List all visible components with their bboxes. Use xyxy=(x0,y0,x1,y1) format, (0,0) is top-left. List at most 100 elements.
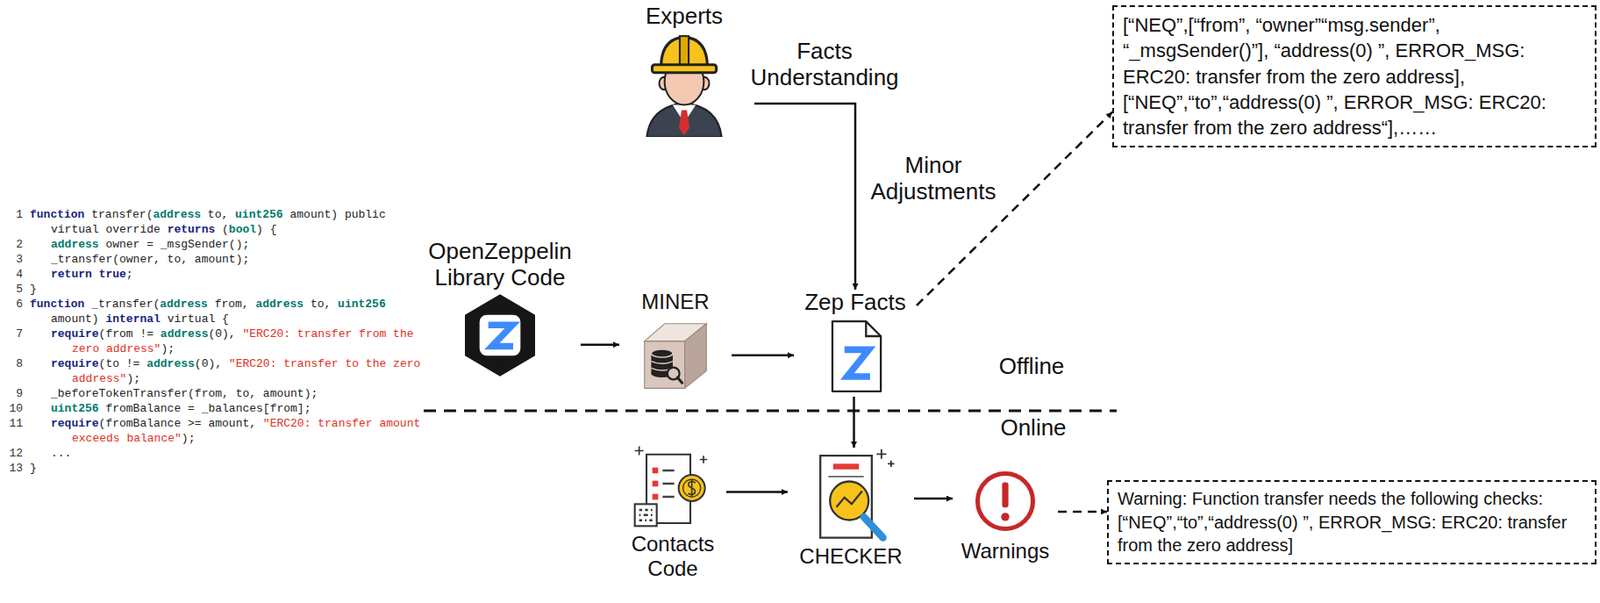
code-line: 1function transfer(address to, uint256 a… xyxy=(3,207,423,237)
code-text: address owner = _msgSender(); xyxy=(29,236,423,252)
warning-callout-box: Warning: Function transfer needs the fol… xyxy=(1107,479,1597,565)
facts-callout-box: [“NEQ”,[“from”, “owner”“msg.sender”, “_m… xyxy=(1112,5,1597,148)
dashed-arrow xyxy=(1057,510,1108,514)
code-text: ... xyxy=(29,445,423,461)
dashed-arrow xyxy=(916,112,1113,306)
hex-illustration xyxy=(419,291,581,379)
node-label: Warnings xyxy=(952,538,1058,564)
code-token: uint256 xyxy=(337,297,386,311)
line-number: 10 xyxy=(3,400,30,416)
code-token: address xyxy=(146,357,195,371)
code-text: function _transfer(address from, address… xyxy=(29,296,423,327)
facts-document: Zep Facts xyxy=(793,289,917,397)
code-token: returns xyxy=(167,222,216,236)
code-text: require(fromBalance >= amount, "ERC20: t… xyxy=(29,415,423,446)
line-number: 6 xyxy=(3,296,30,327)
offline-online-divider xyxy=(423,409,1117,413)
line-number: 4 xyxy=(3,266,30,282)
code-line: 6function _transfer(address from, addres… xyxy=(3,296,423,327)
code-listing: 1function transfer(address to, uint256 a… xyxy=(3,207,423,476)
callout-text: Warning: Function transfer needs the fol… xyxy=(1117,486,1586,558)
person-illustration xyxy=(614,29,755,137)
node-label: MINER xyxy=(619,289,732,315)
line-number: 9 xyxy=(3,385,30,401)
phase-label: Online xyxy=(980,414,1086,442)
node-label: OpenZeppelin Library Code xyxy=(419,238,581,292)
code-line: 2address owner = _msgSender(); xyxy=(3,236,423,252)
line-number: 13 xyxy=(3,460,30,476)
checker-illustration xyxy=(787,447,915,544)
code-line: 5} xyxy=(3,281,423,297)
warning-icon: Warnings xyxy=(952,463,1058,564)
flow-arrow xyxy=(914,497,953,500)
code-text: _transfer(owner, to, amount); xyxy=(29,251,423,267)
code-token: address xyxy=(160,327,209,341)
line-number: 1 xyxy=(3,207,30,237)
code-text: uint256 fromBalance = _balances[from]; xyxy=(29,400,423,416)
flow-arrow xyxy=(852,396,856,448)
node-label: CHECKER xyxy=(787,543,915,569)
code-line: 7require(from != address(0), "ERC20: tra… xyxy=(3,326,423,357)
line-number: 12 xyxy=(3,445,30,461)
code-line: 3_transfer(owner, to, amount); xyxy=(3,251,423,267)
code-token: address xyxy=(152,207,201,222)
code-text: require(from != address(0), "ERC20: tran… xyxy=(29,326,423,357)
edge-label: Minor Adjustments xyxy=(867,152,1000,206)
code-token: return xyxy=(50,267,93,281)
line-number: 7 xyxy=(3,326,30,357)
contract-illustration xyxy=(619,443,727,532)
code-token: function xyxy=(29,207,85,222)
code-text: return true; xyxy=(29,266,423,282)
checker-icon: CHECKER xyxy=(787,447,915,569)
line-number: 5 xyxy=(3,281,30,297)
code-token: address xyxy=(50,237,100,251)
expert-figure: Experts xyxy=(614,3,755,137)
flow-arrow xyxy=(726,490,788,493)
flow-arrow xyxy=(731,353,794,357)
code-token: require xyxy=(50,357,100,371)
code-token: true xyxy=(99,267,127,281)
flow-arrow xyxy=(754,103,856,290)
node-label: Zep Facts xyxy=(793,289,917,316)
code-text: } xyxy=(29,460,423,476)
code-text: function transfer(address to, uint256 am… xyxy=(29,207,423,237)
code-token: internal xyxy=(105,312,160,326)
node-label: Contacts Code xyxy=(619,531,727,580)
line-number: 3 xyxy=(3,251,30,267)
warn-illustration xyxy=(952,463,1058,539)
code-line: 10uint256 fromBalance = _balances[from]; xyxy=(3,400,423,416)
miner-cube: MINER xyxy=(619,289,732,395)
code-line: 9_beforeTokenTransfer(from, to, amount); xyxy=(3,385,423,401)
code-line: 13} xyxy=(3,460,423,476)
code-token: address xyxy=(255,297,304,311)
arrow-note: Facts Understanding xyxy=(741,38,908,92)
line-number: 11 xyxy=(3,415,30,446)
code-line: 8require(to != address(0), "ERC20: trans… xyxy=(3,356,423,386)
code-text: _beforeTokenTransfer(from, to, amount); xyxy=(29,385,423,401)
code-line: 11require(fromBalance >= amount, "ERC20:… xyxy=(3,415,423,446)
phase-label: Offline xyxy=(978,353,1085,380)
line-number: 2 xyxy=(3,236,30,252)
doc-illustration xyxy=(793,315,917,397)
code-token: "ERC20: transfer to the zero address" xyxy=(71,357,428,386)
library-hexagon: OpenZeppelin Library Code xyxy=(419,238,581,379)
code-token: "ERC20: transfer from the zero address" xyxy=(71,327,421,356)
node-label: Experts xyxy=(614,3,755,30)
code-token: function xyxy=(29,297,85,311)
code-token: require xyxy=(50,327,100,341)
flow-arrow xyxy=(580,342,620,346)
code-text: } xyxy=(29,281,423,297)
code-token: uint256 xyxy=(50,401,100,415)
code-text: require(to != address(0), "ERC20: transf… xyxy=(29,356,423,386)
contract-icon: Contacts Code xyxy=(619,443,727,580)
code-token: require xyxy=(50,416,100,430)
callout-text: [“NEQ”,[“from”, “owner”“msg.sender”, “_m… xyxy=(1122,12,1586,141)
code-token: bool xyxy=(228,222,257,236)
line-number: 8 xyxy=(3,356,30,386)
cube-illustration xyxy=(619,314,732,395)
code-token: uint256 xyxy=(235,207,284,222)
code-line: 4return true; xyxy=(3,266,423,282)
code-line: 12... xyxy=(3,445,423,461)
code-token: address xyxy=(159,297,208,311)
